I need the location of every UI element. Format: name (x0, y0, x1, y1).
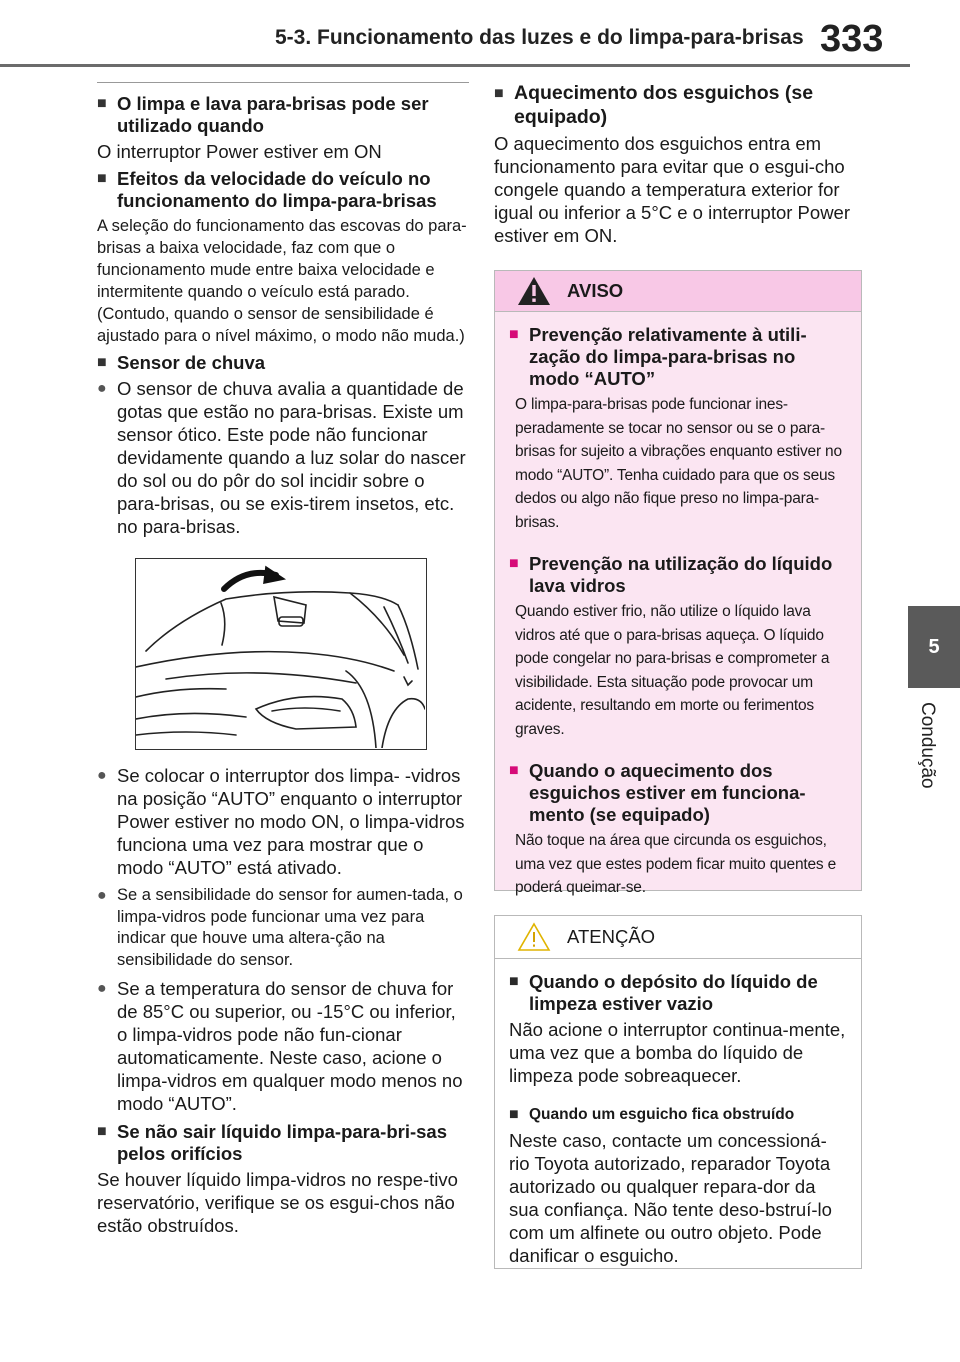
caution-header: ATENÇÃO (495, 916, 861, 959)
right-column: Aquecimento dos esguichos (se equipado) … (494, 80, 866, 252)
bullet-item: Se a sensibilidade do sensor for aumen-t… (97, 885, 469, 971)
section-heading: Efeitos da velocidade do veículo no func… (97, 168, 469, 212)
warning-label: AVISO (567, 280, 624, 301)
bullet-item: Se colocar o interruptor dos limpa- -vid… (97, 764, 469, 879)
caution-text: Não acione o interruptor continua-mente,… (509, 1019, 846, 1086)
warning-body: Prevenção relativamente à utili-zação do… (495, 312, 861, 900)
header-divider (0, 64, 910, 67)
bullet-item: Se a temperatura do sensor de chuva for … (97, 977, 469, 1115)
section-heading: Sensor de chuva (97, 352, 469, 374)
bullet-item: O sensor de chuva avalia a quantidade de… (97, 377, 469, 538)
chapter-label: Condução (917, 702, 938, 789)
section-text: Se houver líquido limpa-vidros no respe-… (97, 1169, 458, 1236)
running-header: 5-3. Funcionamento das luzes e do limpa-… (275, 26, 804, 49)
section-heading: Se não sair líquido limpa-para-bri-sas p… (97, 1121, 469, 1165)
caution-body: Quando o depósito do líquido de limpeza … (495, 959, 861, 1267)
page-number: 333 (820, 18, 884, 60)
caution-label: ATENÇÃO (567, 926, 656, 947)
rain-sensor-illustration (135, 558, 427, 750)
warning-box: AVISO Prevenção relativamente à utili-za… (494, 270, 862, 896)
caution-heading: Quando o depósito do líquido de limpeza … (509, 971, 847, 1015)
caution-box: ATENÇÃO Quando o depósito do líquido de … (494, 915, 862, 1269)
warning-text: Quando estiver frio, não utilize o líqui… (515, 603, 830, 738)
warning-heading: Quando o aquecimento dos esguichos estiv… (509, 760, 847, 826)
section-heading: Aquecimento dos esguichos (se equipado) (494, 82, 866, 129)
warning-heading: Prevenção relativamente à utili-zação do… (509, 324, 847, 390)
warning-text: Não toque na área que circunda os esguic… (515, 832, 836, 896)
warning-heading: Prevenção na utilização do líquido lava … (509, 553, 847, 597)
section-heading: O limpa e lava para-brisas pode ser util… (97, 93, 469, 137)
section-text: A seleção do funcionamento das escovas d… (97, 217, 467, 345)
chapter-tab[interactable]: 5 (908, 606, 960, 688)
warning-triangle-icon (518, 277, 550, 305)
caution-triangle-icon (517, 922, 551, 951)
left-column: O limpa e lava para-brisas pode ser util… (97, 82, 469, 1242)
caution-heading: Quando um esguicho fica obstruído (509, 1104, 847, 1126)
warning-header: AVISO (495, 271, 861, 312)
section-text: O interruptor Power estiver em ON (97, 141, 382, 162)
section-text: O aquecimento dos esguichos entra em fun… (494, 133, 850, 246)
warning-text: O limpa-para-brisas pode funcionar ines-… (515, 396, 842, 531)
caution-text: Neste caso, contacte um concessioná-rio … (509, 1130, 832, 1266)
